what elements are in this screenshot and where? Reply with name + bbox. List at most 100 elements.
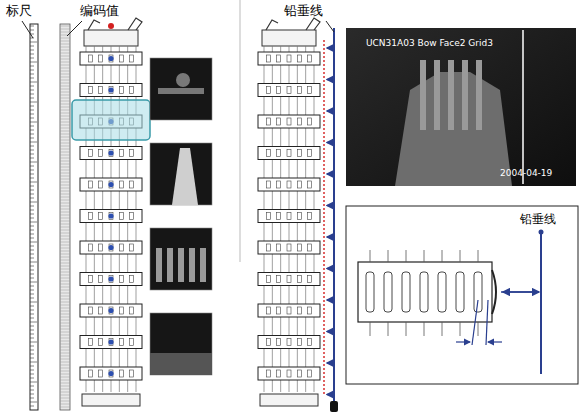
ruler-tick [30,278,34,279]
grid-slot [88,339,92,346]
grid-slot [308,307,312,314]
encoder-tick [60,65,70,66]
encoder-strip [60,24,70,410]
grid-slot [99,307,103,314]
encoder-tick [60,176,70,177]
encoder-tick [60,332,70,333]
encoder-tick [60,185,70,186]
encoder-tick [60,257,70,258]
encoder-tick [60,98,70,99]
ruler-tick [30,230,34,231]
encoder-tick [60,143,70,144]
spacer-grid [258,147,320,160]
grid-slot [297,55,301,62]
spacer-grid [258,304,320,317]
measure-dot [108,182,113,187]
encoder-tick [60,284,70,285]
inset-rod [388,250,389,262]
spacer-grid [258,178,320,191]
ruler-tick [30,394,34,395]
encoder-tick [60,362,70,363]
ruler-tick [30,358,34,359]
distance-arrow [327,394,334,395]
ruler-tick [30,62,37,63]
grid-slot [88,307,92,314]
encoder-tick [60,320,70,321]
spacer-grid [258,84,320,97]
top-nozzle [84,30,138,46]
grid-slot [308,370,312,377]
measure-dot [108,339,113,344]
encoder-tick [60,206,70,207]
encoder-tick [60,71,70,72]
encoder-tick [60,350,70,351]
grid-slot [308,181,312,188]
ruler-tick [30,330,34,331]
encoder-tick [60,83,70,84]
ruler-tick [30,354,34,355]
ruler-tick [30,306,34,307]
grid-slot [99,181,103,188]
encoder-tick [60,293,70,294]
encoder-tick [60,224,70,225]
grid-slot [297,307,301,314]
spacer-grid [258,241,320,254]
encoder-tick [60,323,70,324]
grid-slot [109,181,113,188]
ruler-tick [30,58,34,59]
ruler-tick [30,194,34,195]
inset-rod [424,322,425,336]
encoder-tick [60,125,70,126]
ruler-tick [30,362,37,363]
ruler-tick [30,134,34,135]
spacer-grid [80,367,142,380]
ruler-tick [30,374,34,375]
bow-profile [323,40,324,396]
grid-slot [109,244,113,251]
spacer-grid [258,210,320,223]
encoder-tick [60,173,70,174]
ruler-tick [30,262,37,263]
ruler-tick [30,350,34,351]
grid-slot [119,87,123,94]
encoder-tick [60,161,70,162]
photo-detail [156,248,162,282]
measure-dot [108,245,113,250]
grid-slot [287,370,291,377]
photo-detail [420,60,426,130]
ruler-tick [30,50,34,51]
distance-arrow [327,236,334,237]
encoder-tick [60,308,70,309]
encoder-tick [60,398,70,399]
ruler-tick [30,366,34,367]
encoder-tick [60,80,70,81]
inset-slot [384,272,392,312]
encoder-tick [60,356,70,357]
encoder-tick [60,59,70,60]
encoder-tick [60,110,70,111]
leader-line [67,21,82,36]
encoder-tick [60,32,70,33]
grid-slot [99,370,103,377]
encoder-tick [60,368,70,369]
grid-slot [277,87,281,94]
ruler-tick [30,214,34,215]
grid-slot [130,276,134,283]
grid-slot [119,150,123,157]
inset-rod [370,322,371,336]
spacer-grid [80,52,142,65]
encoder-tick [60,68,70,69]
grid-slot [266,118,270,125]
ruler-tick [30,82,37,83]
ruler-tick [30,402,37,403]
ruler-tick [30,242,37,243]
encoder-tick [60,218,70,219]
encoder-tick [60,197,70,198]
encoder-tick [60,317,70,318]
encoder-tick [60,266,70,267]
encoder-tick [60,134,70,135]
ruler-tick [30,202,37,203]
ruler-tick [30,138,34,139]
encoder-tick [60,359,70,360]
ruler-tick [30,302,37,303]
